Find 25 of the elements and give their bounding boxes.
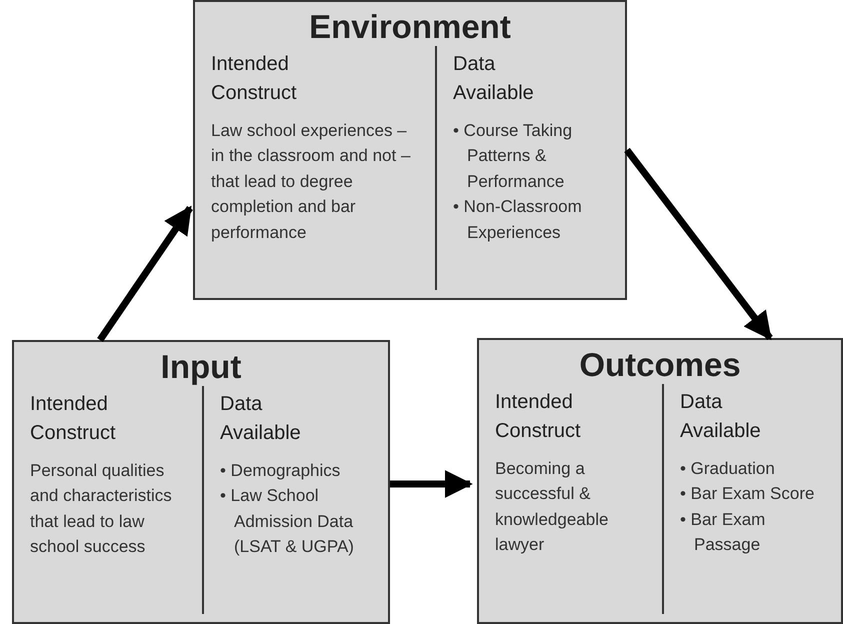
description-text: Becoming a successful & knowledgeable lawyer: [495, 458, 610, 556]
column-heading: Data Available: [680, 390, 762, 444]
bullet-item: • Bar Exam Score: [680, 483, 816, 506]
bullet-item: • Non-Classroom Experiences: [453, 196, 583, 244]
column-heading: Intended Construct: [495, 390, 582, 444]
column-heading: Intended Construct: [211, 52, 298, 106]
description-text: Law school experiences – in the classroom and not – that lead to degree completion and bar performance: [211, 120, 411, 244]
bullet-item: • Demographics: [220, 460, 342, 482]
arrow: [624, 148, 773, 340]
arrow: [97, 206, 193, 342]
column-heading: Intended Construct: [30, 392, 117, 446]
construct-panel: [477, 338, 843, 624]
construct-panel: [12, 340, 390, 624]
panel-title: Outcomes: [578, 345, 742, 384]
arrow: [390, 470, 473, 498]
bullet-item: • Bar Exam Passage: [680, 508, 766, 556]
bullet-item: • Graduation: [680, 458, 776, 480]
panel-title: Input: [160, 347, 242, 386]
column-heading: Data Available: [453, 52, 535, 106]
description-text: Personal qualities and characteristics that lead to law school success: [30, 460, 173, 558]
bullet-item: • Law School Admission Data (LSAT & UGPA): [220, 485, 355, 558]
bullet-item: • Course Taking Patterns & Performance: [453, 120, 574, 193]
panel-title: Environment: [308, 7, 512, 46]
column-heading: Data Available: [220, 392, 302, 446]
construct-panel: [193, 0, 627, 300]
